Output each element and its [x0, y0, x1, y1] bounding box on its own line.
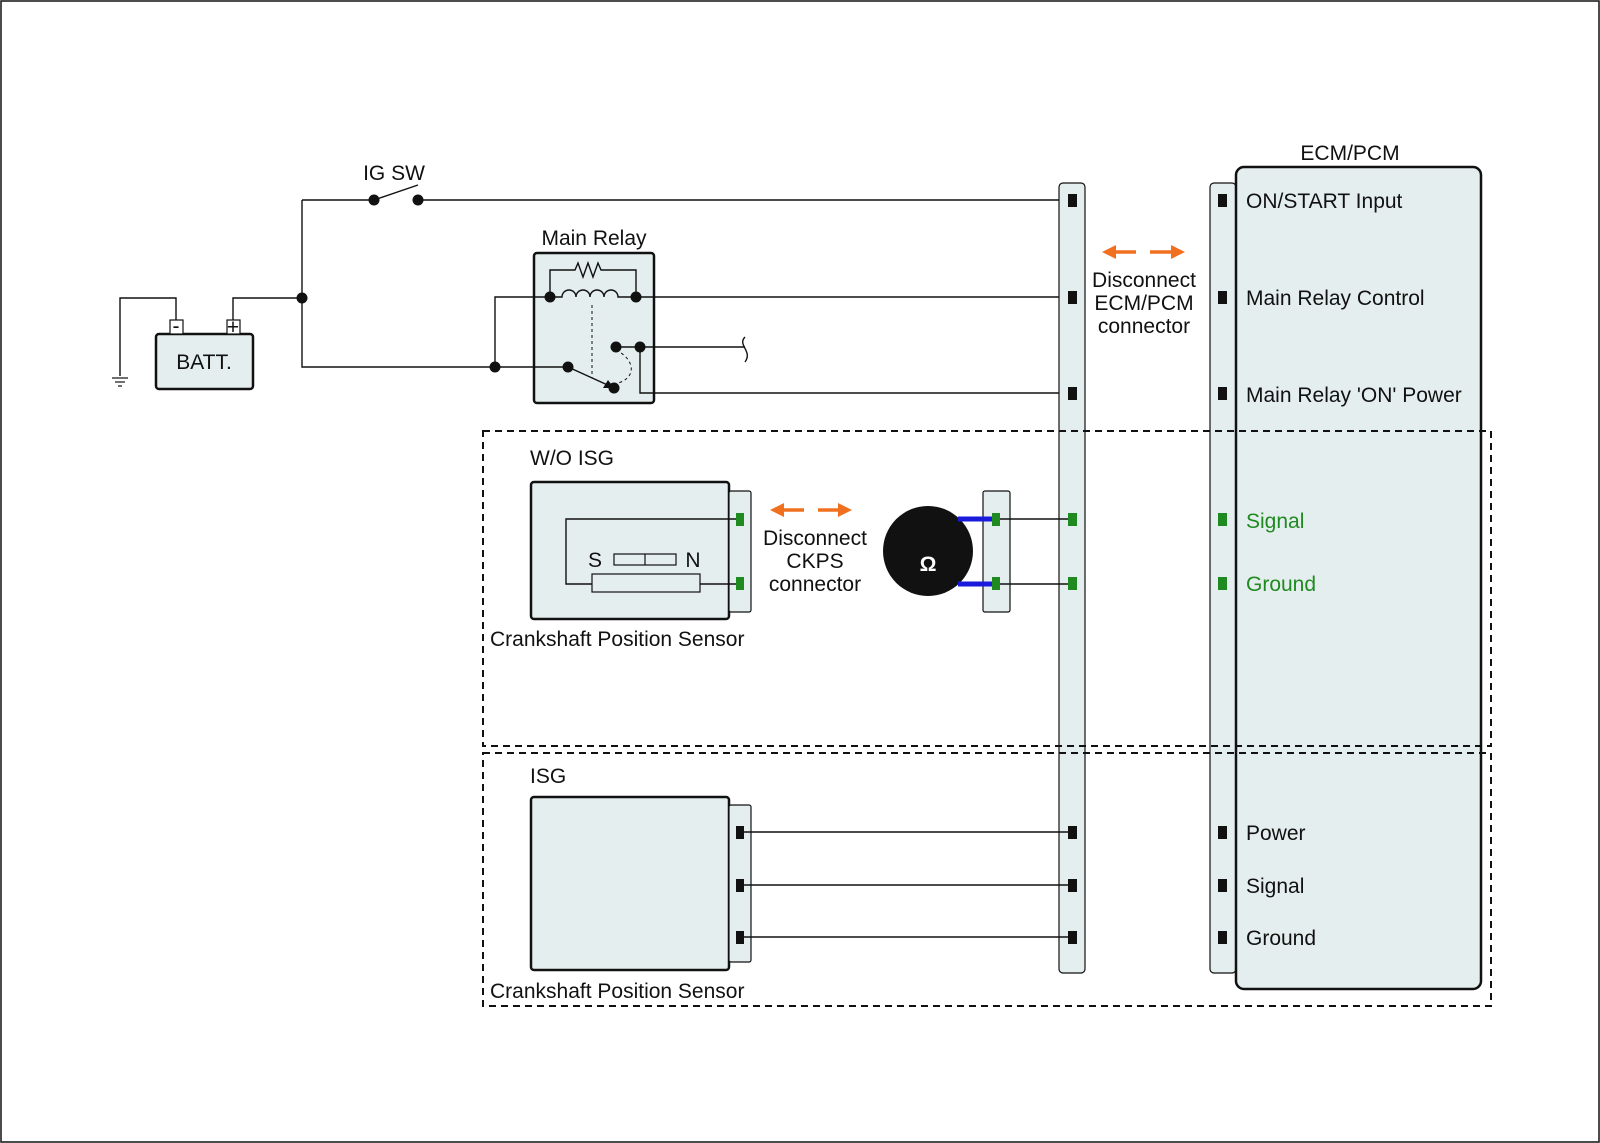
ecm-pin-label: Power [1246, 822, 1306, 845]
main-relay-label: Main Relay [541, 227, 647, 250]
ckps-isg-pin [736, 931, 744, 944]
disconnect-ecm-label: Disconnect [1092, 269, 1196, 292]
ground-wire [119, 297, 177, 376]
ecm-title: ECM/PCM [1300, 142, 1399, 165]
disconnect-ecm-label: connector [1098, 315, 1190, 338]
ecm-pin-label: Signal [1246, 875, 1304, 898]
ig-switch-label: IG SW [363, 162, 425, 185]
relay-switch [489, 296, 1072, 394]
harness-connector-pins [1068, 194, 1077, 944]
sensor-n-label: N [685, 549, 700, 572]
ecm-pcm-module [1234, 165, 1483, 991]
ecm-pin-label: Ground [1246, 573, 1316, 596]
ecm-pin-label: ON/START Input [1246, 190, 1403, 213]
ckps-sensor-connector [728, 490, 752, 613]
ckps-caption: Crankshaft Position Sensor [490, 628, 744, 651]
isg-label: ISG [530, 765, 566, 788]
battery-minus-sign: - [173, 315, 180, 338]
battery: - + BATT. [154, 315, 255, 391]
ckps-isg-pin [736, 826, 744, 839]
sensor-s-label: S [588, 549, 602, 572]
ecm-pin-label: Main Relay 'ON' Power [1246, 384, 1462, 407]
ckps-sensor-isg [529, 795, 731, 972]
ckps-isg-pin [736, 879, 744, 892]
ckps-pin [736, 577, 744, 590]
ckps-isg-caption: Crankshaft Position Sensor [490, 980, 744, 1003]
ecm-pin-label: Ground [1246, 927, 1316, 950]
battery-plus-sign: + [227, 316, 239, 339]
test-connector-pin [992, 577, 1000, 590]
battery-positive-wire [232, 297, 302, 320]
ckps-magnet [565, 518, 736, 593]
ohm-symbol: Ω [920, 553, 937, 576]
ig-switch-blade [373, 184, 419, 201]
ecm-connector-pins [1218, 194, 1227, 944]
battery-bus-wire [301, 200, 495, 368]
wo-isg-label: W/O ISG [530, 447, 614, 470]
ground-symbol [112, 377, 128, 387]
ckps-pin [736, 513, 744, 526]
disconnect-ecm-arrows [1102, 245, 1185, 259]
wo-isg-section [482, 430, 1492, 747]
isg-section [482, 752, 1492, 1007]
disconnect-ckps-label: Disconnect [763, 527, 867, 550]
test-connector [982, 490, 1011, 613]
ohmmeter-icon [883, 506, 973, 596]
disconnect-ckps-arrows [770, 503, 852, 517]
disconnect-ckps-label: connector [769, 573, 861, 596]
ecm-pin-label: Main Relay Control [1246, 287, 1425, 310]
disconnect-ckps-label: CKPS [786, 550, 843, 573]
ecm-pin-label: Signal [1246, 510, 1304, 533]
disconnect-ecm-label: ECM/PCM [1094, 292, 1193, 315]
battery-label: BATT. [176, 351, 232, 374]
test-connector-pin [992, 513, 1000, 526]
